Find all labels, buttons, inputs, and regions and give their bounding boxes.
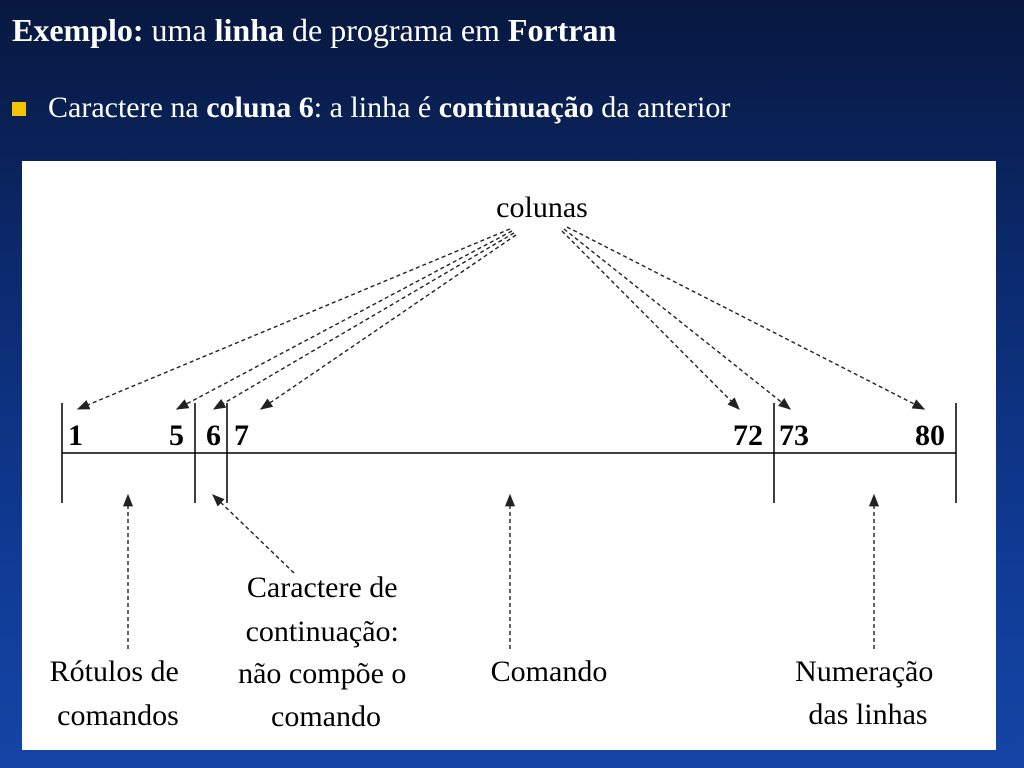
column-number: 7 [234,419,249,452]
title-part: Fortran [507,12,617,48]
column-number: 73 [779,419,809,452]
region-label-line: Comando [491,655,608,688]
square-bullet-icon [12,102,26,116]
title-part: uma [143,12,215,48]
bullet-part: da anterior [593,91,731,124]
arrow-to-column-73 [563,228,791,410]
bullet-part: Caractere na [48,91,207,124]
arrow-to-column-80 [566,226,926,410]
column-number: 80 [915,419,945,452]
region-label-numbering: Numeração das linhas [795,655,941,731]
region-label-line: Numeração [795,655,933,688]
arrow-to-column-72 [561,230,740,410]
region-label-line: comandos [57,699,179,732]
diagram-canvas: colunas 1 5 6 7 72 73 80 [50,191,957,733]
columns-label: colunas [496,191,588,224]
arrow-to-column-1 [76,228,511,410]
title-part: de programa em [284,12,508,48]
region-label-continuation: Caractere de continuação: não compõe o c… [238,571,414,733]
region-label-labels: Rótulos de comandos [50,655,187,732]
region-label-line: não compõe o [238,657,406,690]
column-number: 72 [733,419,763,452]
bullet-text: Caractere na coluna 6: a linha é continu… [48,88,730,128]
region-label-line: continuação: [246,615,399,648]
region-label-command: Comando [491,655,608,688]
region-label-line: Caractere de [247,571,398,604]
region-label-line: comando [271,700,381,733]
fortran-columns-diagram: colunas 1 5 6 7 72 73 80 [22,161,996,750]
title-part: Exemplo: [12,12,144,48]
bullet-part: : a linha é [313,91,439,124]
title-part: linha [214,12,285,48]
column-number: 5 [169,419,184,452]
column-number: 6 [206,419,221,452]
region-label-line: das linhas [808,698,927,731]
arrow-to-column-7 [259,234,517,410]
arrow-to-column-6 [212,232,515,410]
region-label-line: Rótulos de [50,655,179,688]
arrow-to-column-5 [175,230,513,410]
slide-title: Exemplo: uma linha de programa em Fortra… [12,10,616,50]
arrow-continuation-region [212,494,295,574]
bullet-part: coluna 6 [206,91,314,124]
column-number: 1 [68,419,83,452]
bullet-item: Caractere na coluna 6: a linha é continu… [12,88,730,128]
bullet-part: continuação [438,91,594,124]
